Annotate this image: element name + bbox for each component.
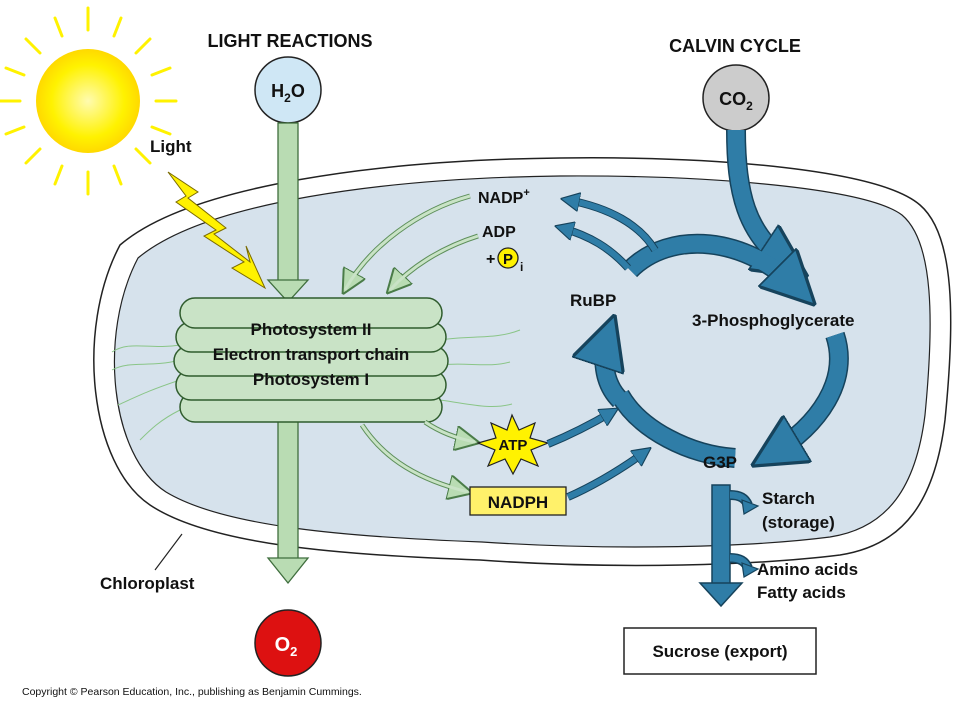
g3p-output-arrow	[698, 484, 760, 608]
atp-label: ATP	[499, 437, 528, 454]
photosystem-ii-label: Photosystem II	[251, 320, 372, 339]
rubp-label: RuBP	[570, 291, 616, 310]
co2-base: CO	[719, 89, 746, 109]
nadph-box: NADPH	[469, 486, 567, 516]
svg-text:CO2: CO2	[719, 89, 753, 113]
chloroplast-pointer	[154, 533, 183, 571]
light-reactions-title: LIGHT REACTIONS	[208, 31, 373, 51]
h2o-tail: O	[291, 81, 305, 101]
photosystem-i-label: Photosystem I	[253, 370, 369, 389]
nadph-label: NADPH	[488, 493, 548, 512]
atp-star: ATP	[476, 413, 550, 476]
copyright-text: Copyright © Pearson Education, Inc., pub…	[22, 686, 362, 698]
co2-sub: 2	[746, 99, 753, 113]
lightning-icon	[167, 171, 267, 290]
h2o-base: H	[271, 81, 284, 101]
amino-acids-label: Amino acids	[757, 560, 858, 579]
g3p-label: G3P	[703, 453, 737, 472]
o2-sub: 2	[290, 644, 297, 659]
svg-text:i: i	[520, 260, 523, 274]
water-to-oxygen-arrow	[266, 122, 310, 585]
h2o-molecule: H2O	[254, 56, 322, 124]
o2-base: O	[275, 634, 291, 656]
adp-label: ADP	[482, 224, 516, 241]
svg-text:P: P	[503, 251, 513, 268]
svg-text:H2O: H2O	[271, 81, 305, 105]
starch-label: Starch	[762, 489, 815, 508]
sucrose-export-box: Sucrose (export)	[623, 627, 817, 675]
co2-molecule: CO2	[702, 64, 770, 132]
storage-label: (storage)	[762, 513, 835, 532]
calvin-cycle-title: CALVIN CYCLE	[669, 36, 801, 56]
electron-transport-chain-label: Electron transport chain	[213, 345, 409, 364]
nadp-label: NADP+	[478, 187, 530, 207]
sun-icon	[0, 6, 178, 196]
phosphate-label: + P i	[486, 247, 523, 274]
svg-text:+: +	[486, 251, 495, 268]
chloroplast-label: Chloroplast	[100, 574, 195, 593]
thylakoid-stack: Photosystem II Electron transport chain …	[111, 297, 521, 441]
svg-text:O2: O2	[275, 634, 298, 659]
light-label: Light	[150, 137, 192, 156]
h2o-sub: 2	[284, 91, 291, 105]
o2-molecule: O2	[254, 609, 322, 677]
phosphoglycerate-label: 3-Phosphoglycerate	[692, 311, 855, 330]
sucrose-label: Sucrose (export)	[652, 642, 787, 661]
fatty-acids-label: Fatty acids	[757, 583, 846, 602]
